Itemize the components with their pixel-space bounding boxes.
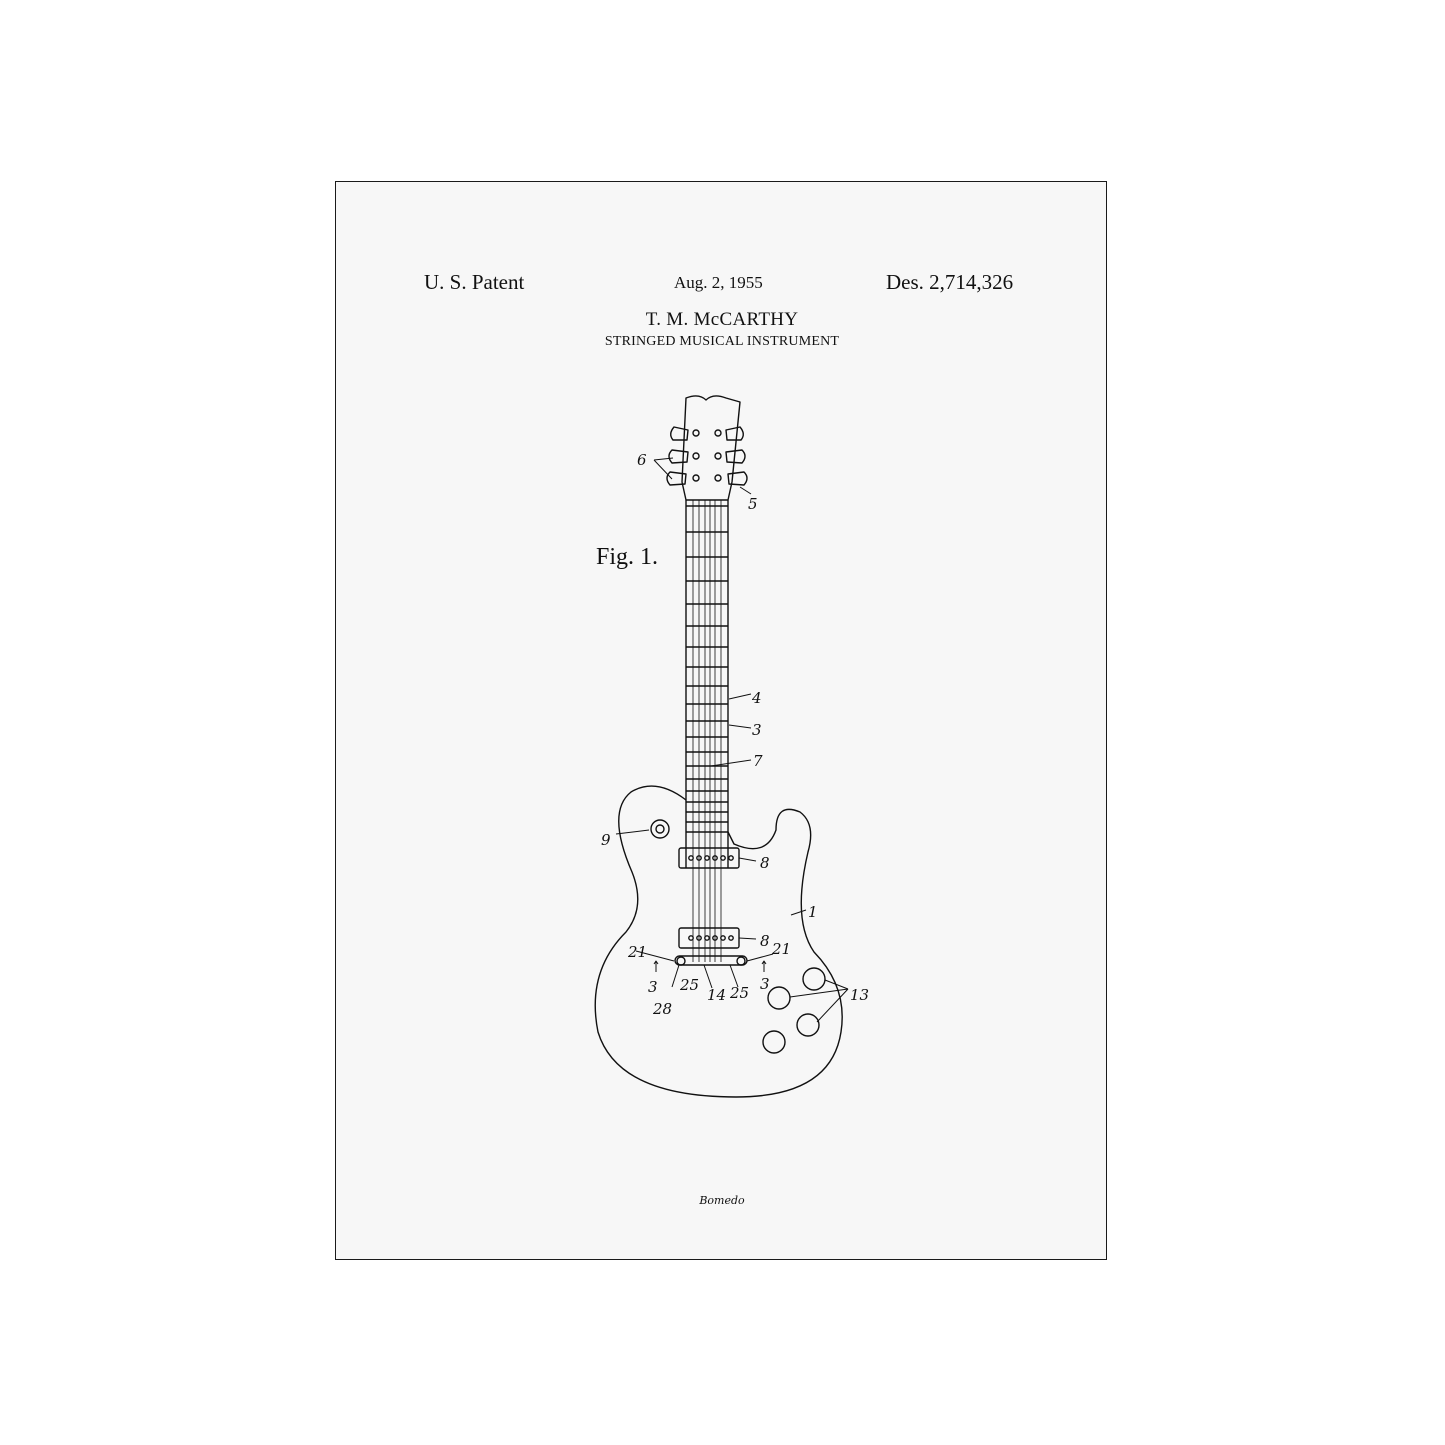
patent-date: Aug. 2, 1955: [674, 273, 763, 292]
patent-number: Des. 2,714,326: [886, 270, 1014, 294]
poster-frame: U. S. Patent Aug. 2, 1955 Des. 2,714,326…: [335, 181, 1107, 1260]
ref-num-saddle-right: 25: [729, 984, 749, 1002]
patent-label: U. S. Patent: [424, 270, 525, 294]
control-knobs: [762, 967, 826, 1054]
ref-num-fret-marker: 4: [751, 689, 762, 707]
ref-num-fret-edge: 7: [753, 752, 763, 770]
guitar-body: [594, 785, 843, 1098]
ref-num-knobs: 13: [850, 986, 869, 1004]
ref-num-tuners: 6: [637, 451, 647, 469]
ref-num-bridge-post-right: 21: [771, 940, 791, 958]
ref-num-string-left: 3: [648, 978, 658, 996]
guitar-drawing: 6 5 4 3 7 9 8 1 8 21 21 3 3 25 14 25 28 …: [594, 395, 869, 1098]
figure-label: Fig. 1.: [596, 544, 659, 570]
ref-num-tailpiece: 14: [707, 986, 726, 1004]
bridge: [674, 955, 748, 966]
ref-num-nut: 5: [748, 495, 758, 513]
ref-num-body: 1: [808, 903, 818, 921]
ref-num-neck-pickup: 8: [760, 854, 770, 872]
neck: [685, 500, 729, 962]
leader-lines: [615, 457, 849, 1023]
neck-pickup: [678, 847, 740, 869]
bridge-pickup: [678, 927, 740, 949]
ref-num-bridge-pickup: 8: [760, 932, 770, 950]
invention-title: STRINGED MUSICAL INSTRUMENT: [604, 334, 840, 349]
ref-num-stud: 28: [652, 1000, 672, 1018]
ref-num-fret: 3: [752, 721, 762, 739]
ref-num-saddle-left: 25: [679, 976, 699, 994]
output-jack: [650, 819, 670, 839]
headstock-outline: [681, 395, 741, 501]
ref-num-bridge-post-left: 21: [627, 943, 647, 961]
brand-signature: Bomedo: [699, 1194, 745, 1207]
ref-num-string-right: 3: [760, 975, 770, 993]
inventor-name: T. M. McCARTHY: [645, 309, 799, 330]
ref-num-jack: 9: [601, 831, 611, 849]
